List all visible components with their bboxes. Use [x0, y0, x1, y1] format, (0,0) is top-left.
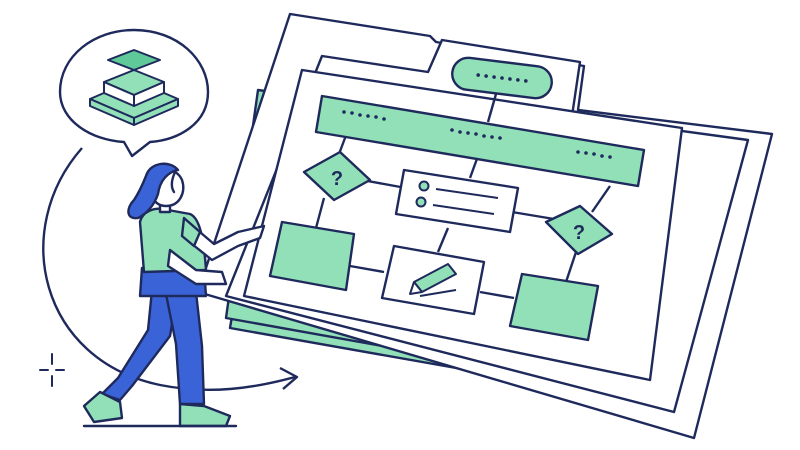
decision-glyph-left: ?: [331, 168, 343, 190]
start-node: [451, 56, 553, 100]
sparkle-icon: [39, 353, 65, 387]
decision-node-right: ?: [544, 204, 614, 256]
checklist-card: [394, 168, 520, 234]
process-box-right: [508, 272, 600, 342]
decision-glyph-right: ?: [573, 222, 585, 244]
pencil-icon: [409, 263, 457, 297]
process-bar: [314, 94, 646, 188]
shoe-left: [82, 390, 124, 424]
decision-node-left: ?: [302, 150, 372, 202]
checklist-icon: [415, 180, 499, 215]
edit-card: [380, 244, 486, 316]
curved-arrow-head: [279, 366, 299, 390]
process-box-left: [268, 220, 356, 292]
curved-arrow: [42, 147, 296, 392]
presenter-figure: [82, 162, 266, 428]
shoe-right: [178, 402, 232, 428]
thought-bubble: [58, 28, 210, 158]
box-icon: [89, 49, 179, 126]
